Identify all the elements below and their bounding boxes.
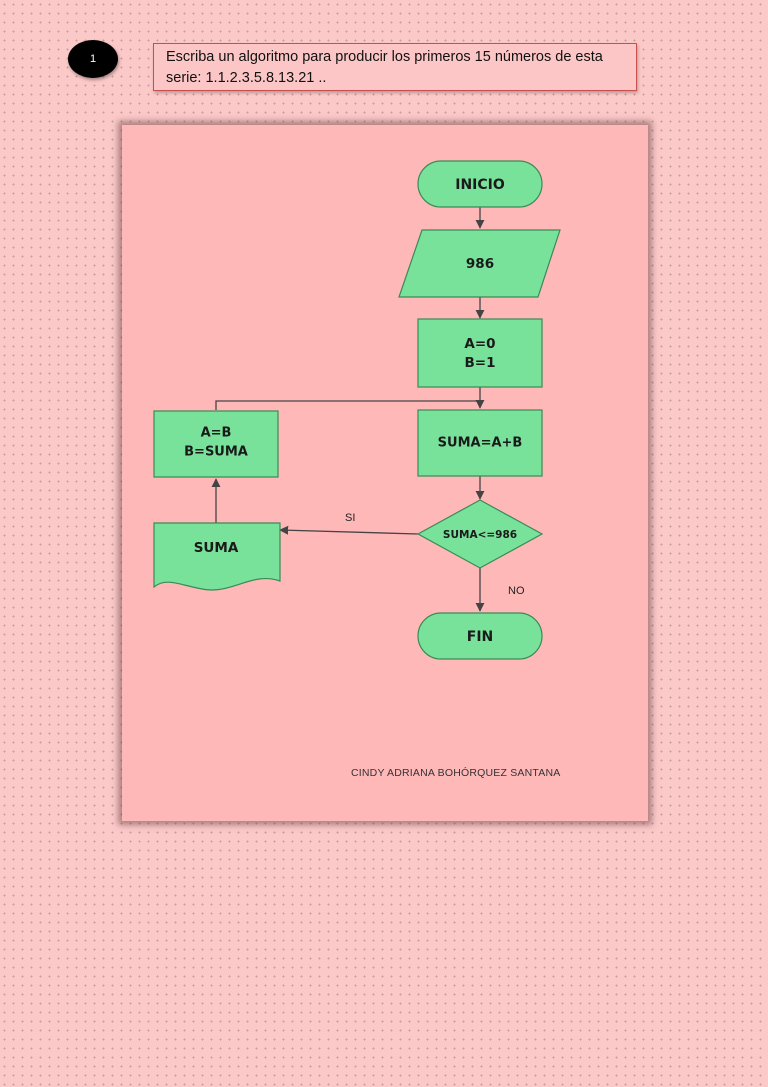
start-node: INICIO <box>417 160 543 208</box>
init-line2: B=1 <box>465 355 496 371</box>
end-node: FIN <box>417 612 543 660</box>
init-line1: A=0 <box>464 336 495 352</box>
update-line2: B=SUMA <box>184 445 248 460</box>
end-label: FIN <box>467 629 494 645</box>
instruction-box: Escriba un algoritmo para producir los p… <box>153 43 637 91</box>
update-node: A=B B=SUMA <box>153 410 279 478</box>
flowchart-card: INICIO 986 A=0 B=1 SUMA=A+B SUMA<=986 A=… <box>122 125 648 821</box>
init-node: A=0 B=1 <box>417 318 543 388</box>
connector-decision-to-output <box>279 525 419 535</box>
instruction-text: Escriba un algoritmo para producir los p… <box>166 49 603 86</box>
start-label: INICIO <box>455 177 505 193</box>
step-number: 1 <box>89 53 97 65</box>
sum-node: SUMA=A+B <box>417 409 543 477</box>
input-node: 986 <box>398 229 561 298</box>
update-line1: A=B <box>201 426 232 441</box>
no-branch-label: NO <box>508 585 525 597</box>
decision-label: SUMA<=986 <box>443 529 517 541</box>
yes-branch-label: SI <box>345 512 355 524</box>
step-number-badge: 1 <box>68 40 118 78</box>
connector-update-loop <box>215 400 480 410</box>
sum-label: SUMA=A+B <box>438 436 523 451</box>
connectors <box>211 207 485 612</box>
output-node: SUMA <box>153 522 281 591</box>
decision-node: SUMA<=986 <box>416 499 544 569</box>
author-credit: CINDY ADRIANA BOHÓRQUEZ SANTANA <box>351 766 560 779</box>
input-label: 986 <box>466 256 494 272</box>
output-label: SUMA <box>194 540 239 556</box>
flowchart-diagram: INICIO 986 A=0 B=1 SUMA=A+B SUMA<=986 A=… <box>153 160 561 779</box>
